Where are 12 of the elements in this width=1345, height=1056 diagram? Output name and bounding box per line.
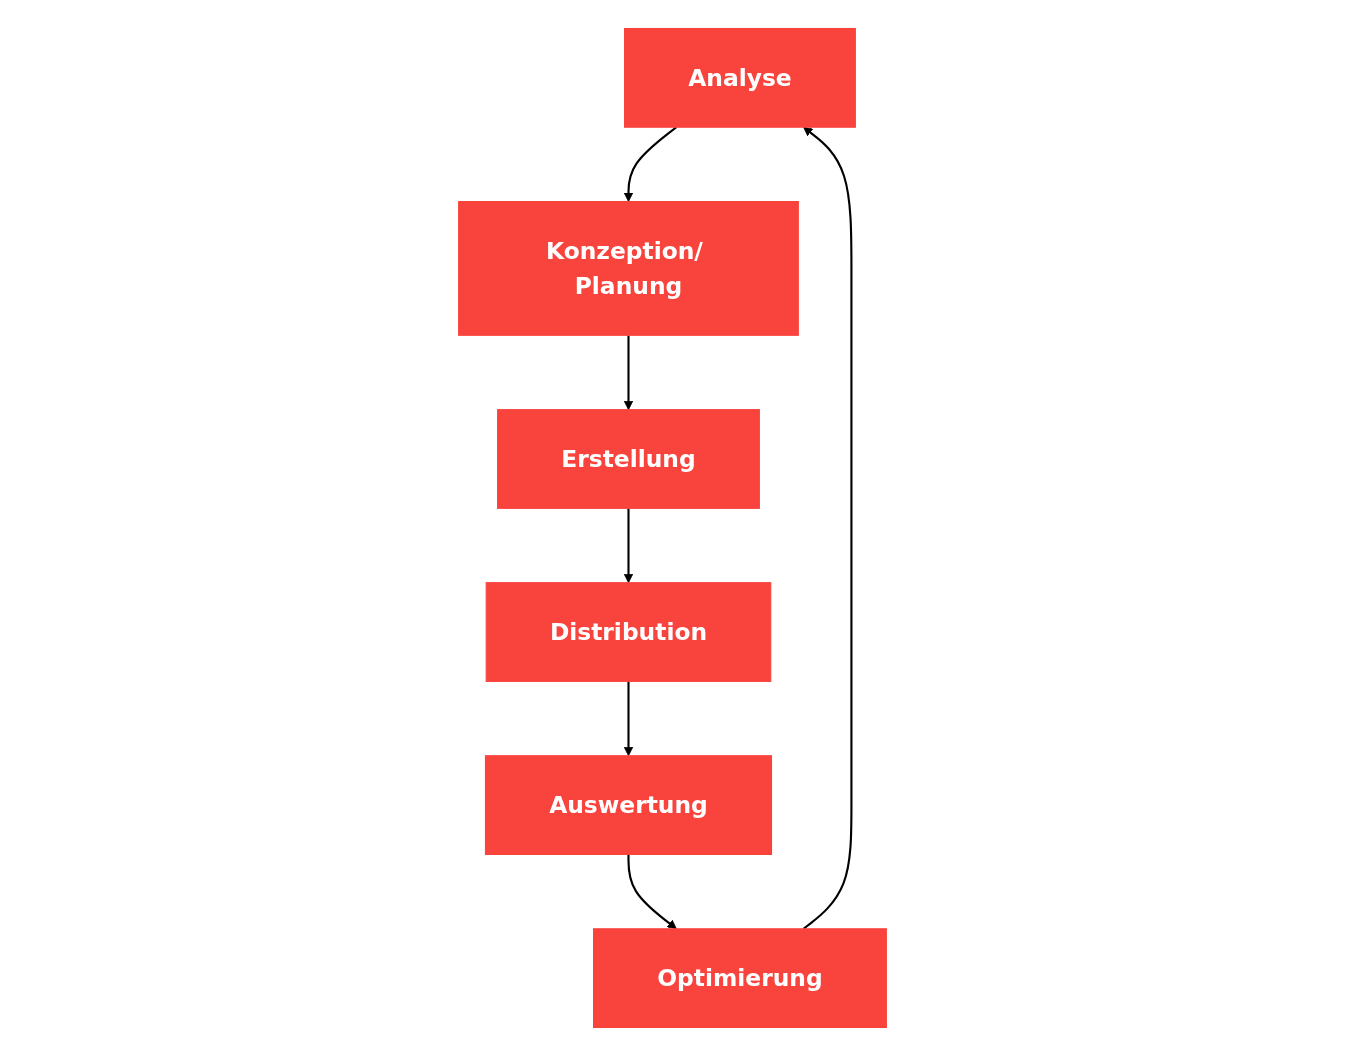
node-box: Erstellung: [497, 409, 760, 509]
arrow: [623, 126, 677, 202]
arrow: [623, 335, 634, 411]
node-box: Analyse: [624, 27, 856, 128]
arrow: [627, 854, 677, 930]
arrow: [802, 126, 853, 930]
arrow: [623, 681, 634, 757]
node-box: Auswertung: [484, 755, 773, 855]
node-box: Optimierung: [593, 928, 887, 1029]
arrow: [623, 508, 634, 584]
node-box: Konzeption/ Planung: [458, 201, 799, 336]
node-box: Distribution: [485, 582, 772, 682]
